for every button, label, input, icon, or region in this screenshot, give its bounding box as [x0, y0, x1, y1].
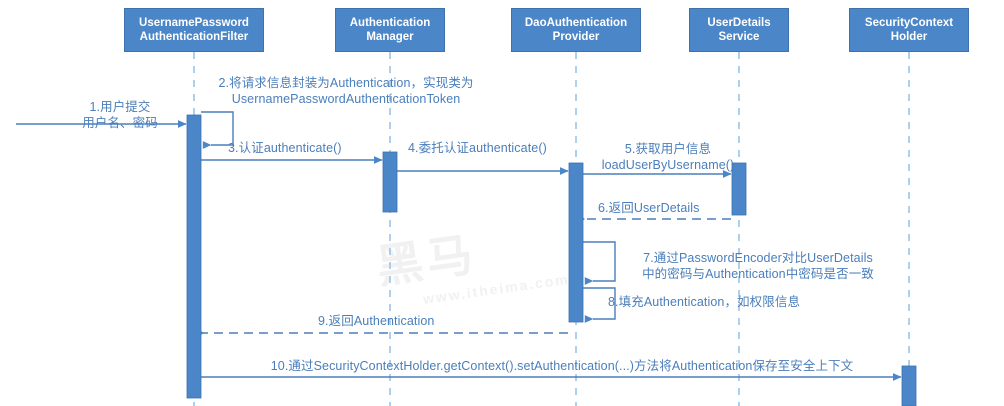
msg-wrap-authentication-label: 2.将请求信息封装为Authentication，实现类为 UsernamePas…	[186, 75, 506, 107]
msg-return-authentication-label: 9.返回Authentication	[318, 313, 468, 329]
message-label-line: loadUserByUsername()	[601, 158, 735, 172]
participant-name-line2: Provider	[552, 31, 600, 43]
message-label-line: 中的密码与Authentication中密码是否一致	[642, 267, 874, 281]
act-provider[interactable]	[568, 162, 584, 323]
message-label-line: 7.通过PasswordEncoder对比UserDetails	[643, 251, 873, 265]
message-label-line: 用户名、密码	[82, 116, 158, 130]
message-label-line: 1.用户提交	[89, 100, 151, 114]
participant-name-line2: Service	[718, 31, 760, 43]
message-label-line: 9.返回Authentication	[318, 314, 435, 328]
msg-password-encoder-compare-arrow[interactable]	[583, 241, 616, 285]
participant-name-line2: AuthenticationFilter	[139, 31, 249, 43]
message-label-line: 10.通过SecurityContextHolder.getContext().…	[270, 359, 854, 373]
message-label-line: 3.认证authenticate()	[228, 141, 342, 155]
participant-name-line1: SecurityContext	[864, 17, 954, 29]
msg-authenticate-filter-to-manager-label: 3.认证authenticate()	[228, 140, 378, 156]
msg-fill-authentication-label: 8.填充Authentication，如权限信息	[608, 294, 868, 310]
msg-load-user-by-username-label: 5.获取用户信息 loadUserByUsername()	[588, 141, 748, 173]
act-uds[interactable]	[731, 162, 747, 216]
msg-fill-authentication-arrow[interactable]	[583, 287, 616, 323]
participant-name-line2: Manager	[366, 31, 414, 43]
participant-name-line1: DaoAuthentication	[524, 17, 628, 29]
msg-set-authentication-security-context-label: 10.通过SecurityContextHolder.getContext().…	[232, 358, 892, 374]
participant-name-line2: Holder	[890, 31, 928, 43]
participant-name-line1: UsernamePassword	[139, 17, 249, 29]
msg-password-encoder-compare-label: 7.通过PasswordEncoder对比UserDetails 中的密码与Aut…	[608, 250, 908, 282]
message-label-line: 6.返回UserDetails	[598, 201, 700, 215]
message-label-line: 8.填充Authentication，如权限信息	[608, 295, 801, 309]
msg-wrap-authentication-arrow[interactable]	[201, 111, 234, 149]
act-filter[interactable]	[186, 114, 202, 399]
message-label-line: 5.获取用户信息	[624, 142, 712, 156]
act-manager[interactable]	[382, 151, 398, 213]
message-label-line: 4.委托认证authenticate()	[408, 141, 547, 155]
msg-delegate-authenticate-label: 4.委托认证authenticate()	[408, 140, 588, 156]
participant-name-line1: UserDetails	[707, 17, 771, 29]
message-label-line: 2.将请求信息封装为Authentication，实现类为	[218, 76, 474, 90]
msg-user-submit-label: 1.用户提交用户名、密码	[60, 99, 180, 131]
act-schold[interactable]	[901, 365, 917, 406]
msg-return-userdetails-label: 6.返回UserDetails	[598, 200, 748, 216]
participant-name-line1: Authentication	[349, 17, 431, 29]
message-label-line: UsernamePasswordAuthenticationToken	[231, 92, 461, 106]
